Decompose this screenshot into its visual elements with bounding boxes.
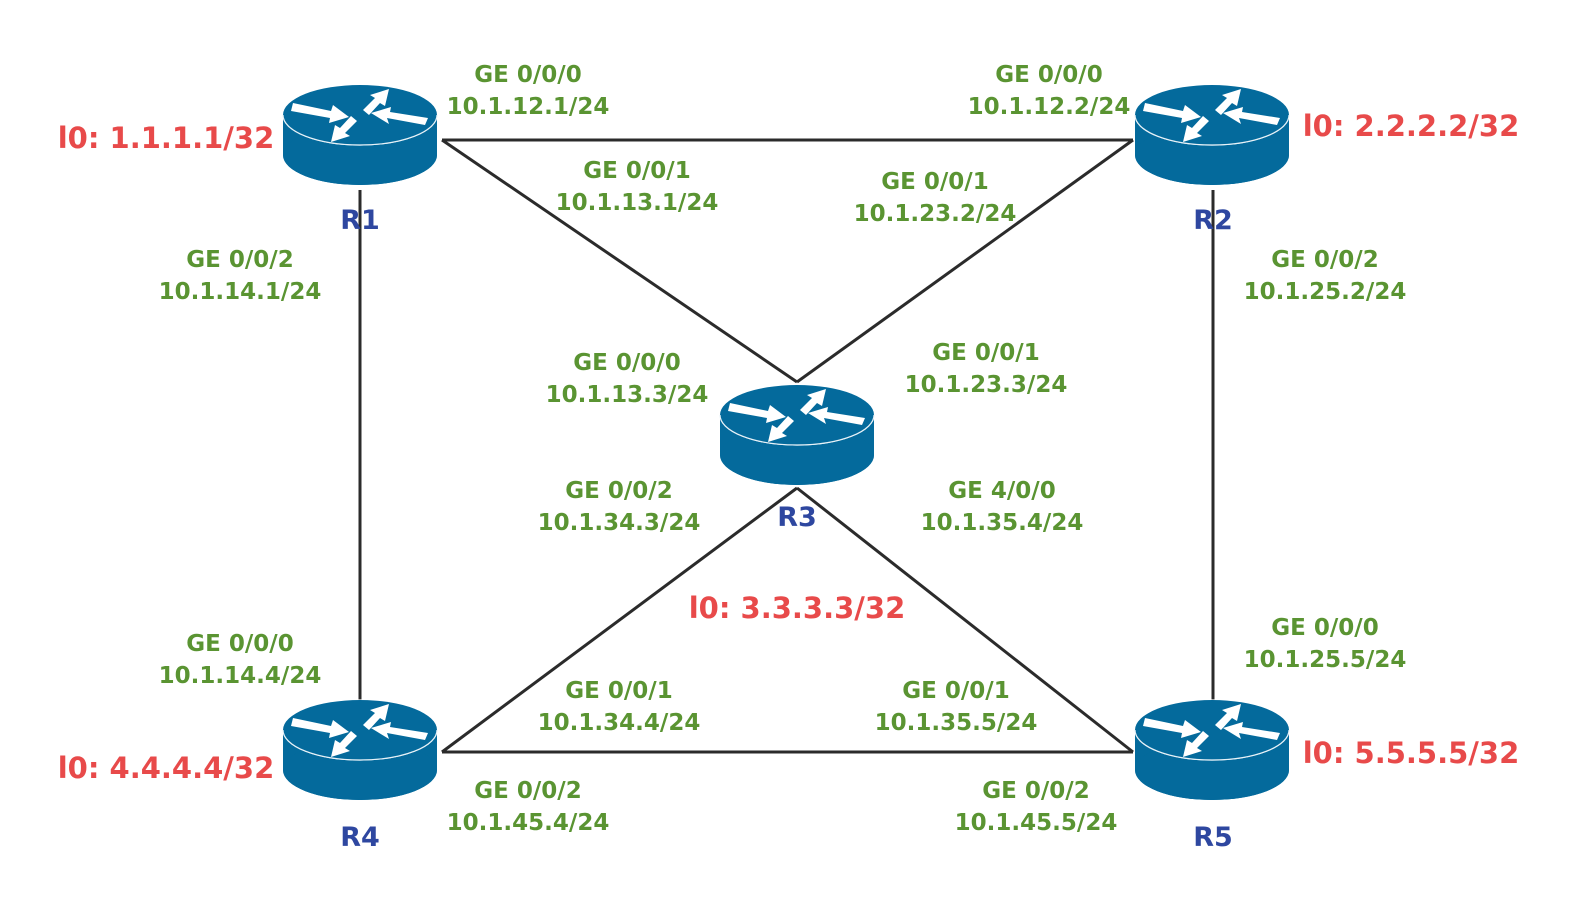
interface-label-r4-ge000: GE 0/0/0 10.1.14.4/24 <box>159 628 322 692</box>
interface-port: GE 0/0/1 <box>583 158 691 184</box>
interface-ip: 10.1.34.4/24 <box>537 710 701 736</box>
interface-port: GE 0/0/1 <box>932 340 1040 366</box>
router-icon-r3[interactable] <box>719 384 875 486</box>
interface-port: GE 0/0/0 <box>995 62 1103 88</box>
interface-port: GE 0/0/1 <box>902 678 1010 704</box>
interface-label-r4-ge002: GE 0/0/2 10.1.45.4/24 <box>447 775 610 839</box>
interface-label-r4-ge001: GE 0/0/1 10.1.34.4/24 <box>538 675 701 739</box>
interface-label-r2-ge001: GE 0/0/1 10.1.23.2/24 <box>854 166 1017 230</box>
interface-ip: 10.1.25.5/24 <box>1243 647 1407 673</box>
loopback-label-r4: l0: 4.4.4.4/32 <box>57 751 275 785</box>
interface-port: GE 0/0/2 <box>474 778 582 804</box>
interface-ip: 10.1.13.1/24 <box>555 190 719 216</box>
interface-port: GE 0/0/2 <box>982 778 1090 804</box>
router-name-r3: R3 <box>777 502 817 533</box>
loopback-label-r3: l0: 3.3.3.3/32 <box>688 591 906 625</box>
interface-ip: 10.1.45.5/24 <box>954 810 1118 836</box>
router-icon-r2[interactable] <box>1134 84 1290 186</box>
interface-ip: 10.1.14.1/24 <box>158 279 322 305</box>
interface-port: GE 0/0/0 <box>1271 615 1379 641</box>
interface-label-r5-ge000: GE 0/0/0 10.1.25.5/24 <box>1244 612 1407 676</box>
router-icon-r5[interactable] <box>1134 699 1290 801</box>
interface-port: GE 0/0/0 <box>186 631 294 657</box>
interface-port: GE 0/0/1 <box>565 678 673 704</box>
interface-ip: 10.1.23.3/24 <box>904 372 1068 398</box>
interface-ip: 10.1.13.3/24 <box>545 382 709 408</box>
link-r3-r5 <box>796 486 1134 754</box>
interface-label-r5-ge002: GE 0/0/2 10.1.45.5/24 <box>955 775 1118 839</box>
router-icon-r4[interactable] <box>282 699 438 801</box>
interface-label-r3-ge400: GE 4/0/0 10.1.35.4/24 <box>921 475 1084 539</box>
interface-ip: 10.1.35.5/24 <box>874 710 1038 736</box>
interface-label-r1-ge000: GE 0/0/0 10.1.12.1/24 <box>447 59 610 123</box>
interface-port: GE 0/0/2 <box>186 247 294 273</box>
interface-port: GE 0/0/0 <box>573 350 681 376</box>
router-name-r4: R4 <box>340 822 380 853</box>
router-name-r1: R1 <box>340 205 380 236</box>
link-r3-r4 <box>441 486 798 754</box>
interface-label-r1-ge001: GE 0/0/1 10.1.13.1/24 <box>556 155 719 219</box>
interface-label-r3-ge000: GE 0/0/0 10.1.13.3/24 <box>546 347 709 411</box>
link-r1-r3 <box>441 138 798 384</box>
interface-ip: 10.1.14.4/24 <box>158 663 322 689</box>
interface-label-r3-ge002: GE 0/0/2 10.1.34.3/24 <box>538 475 701 539</box>
interface-label-r2-ge002: GE 0/0/2 10.1.25.2/24 <box>1244 244 1407 308</box>
interface-ip: 10.1.34.3/24 <box>537 510 701 536</box>
interface-ip: 10.1.12.1/24 <box>446 94 610 120</box>
router-name-r5: R5 <box>1193 822 1233 853</box>
loopback-label-r2: l0: 2.2.2.2/32 <box>1302 109 1520 143</box>
router-icon-r1[interactable] <box>282 84 438 186</box>
interface-port: GE 0/0/0 <box>474 62 582 88</box>
loopback-label-r1: l0: 1.1.1.1/32 <box>57 121 275 155</box>
interface-label-r1-ge002: GE 0/0/2 10.1.14.1/24 <box>159 244 322 308</box>
interface-label-r5-ge001: GE 0/0/1 10.1.35.5/24 <box>875 675 1038 739</box>
router-name-r2: R2 <box>1193 205 1233 236</box>
interface-ip: 10.1.12.2/24 <box>967 94 1131 120</box>
interface-ip: 10.1.45.4/24 <box>446 810 610 836</box>
link-r2-r3 <box>796 138 1134 384</box>
interface-label-r2-ge000: GE 0/0/0 10.1.12.2/24 <box>968 59 1131 123</box>
interface-ip: 10.1.25.2/24 <box>1243 279 1407 305</box>
interface-port: GE 0/0/2 <box>565 478 673 504</box>
interface-ip: 10.1.35.4/24 <box>920 510 1084 536</box>
interface-port: GE 0/0/1 <box>881 169 989 195</box>
interface-ip: 10.1.23.2/24 <box>853 201 1017 227</box>
interface-port: GE 0/0/2 <box>1271 247 1379 273</box>
interface-port: GE 4/0/0 <box>948 478 1056 504</box>
loopback-label-r5: l0: 5.5.5.5/32 <box>1302 736 1520 770</box>
interface-label-r3-ge001: GE 0/0/1 10.1.23.3/24 <box>905 337 1068 401</box>
